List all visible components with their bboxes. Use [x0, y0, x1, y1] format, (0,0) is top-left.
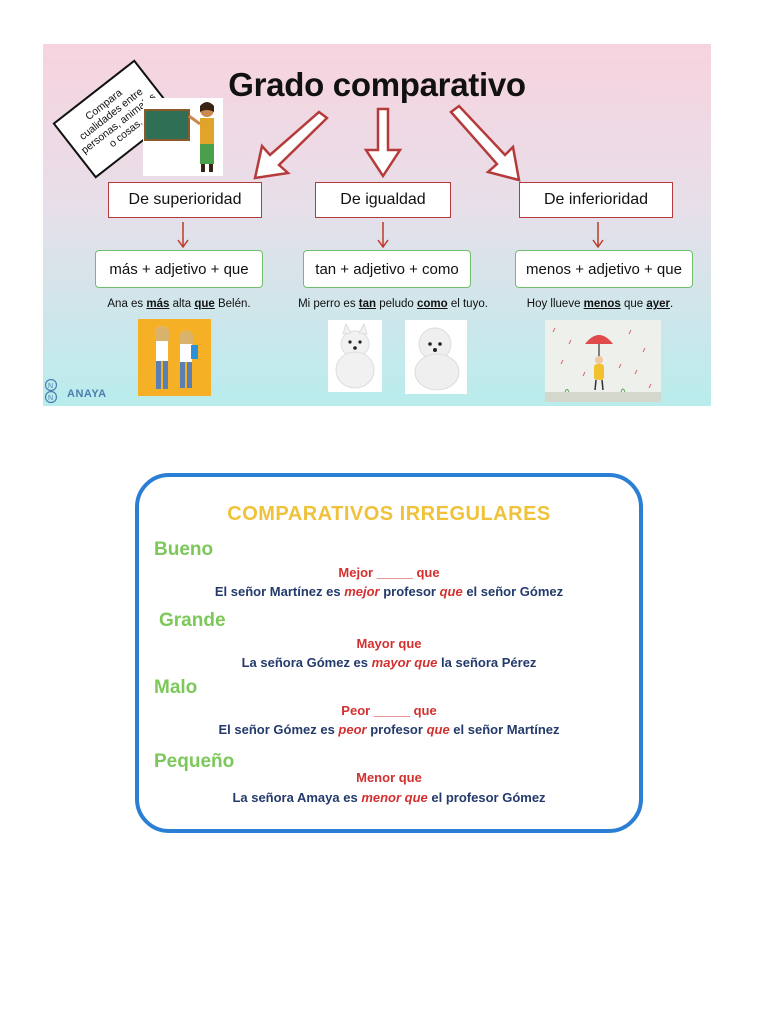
formula-igualdad: tan + adjetivo + como: [303, 250, 471, 288]
sentence-mejor: El señor Martínez es mejor profesor que …: [214, 584, 564, 599]
two-girls-photo: [138, 319, 211, 396]
svg-text:N: N: [48, 383, 53, 390]
form-mayor: Mayor que: [356, 636, 422, 651]
bichon-dog-photo: [405, 320, 467, 394]
arrows-layer: [253, 104, 521, 182]
example-igualdad: Mi perro es tan peludo como el tuyo.: [298, 298, 488, 310]
sentence-mayor: La señora Gómez es mayor que la señora P…: [241, 655, 537, 670]
example-superioridad: Ana es más alta que Belén.: [107, 298, 251, 310]
formula-inferioridad: menos + adjetivo + que: [515, 250, 693, 288]
samoyed-dog-photo: [328, 320, 382, 392]
category-inferioridad: De inferioridad: [519, 182, 673, 218]
logo-text: ANAYA: [67, 388, 107, 400]
category-igualdad: De igualdad: [315, 182, 451, 218]
arrow-to-inferioridad: [449, 104, 521, 182]
irregular-comparatives-card: COMPARATIVOS IRREGULARES Bueno Mejor ___…: [135, 473, 643, 833]
category-superioridad: De superioridad: [108, 182, 262, 218]
small-arrow-icon: [592, 222, 604, 249]
form-menor: Menor que: [356, 770, 422, 785]
svg-text:N: N: [48, 395, 53, 402]
anaya-logo-icon: N N: [44, 379, 58, 404]
teacher-illustration: [143, 98, 223, 176]
formula-superioridad: más + adjetivo + que: [95, 250, 263, 288]
comparative-grade-infographic: Grado comparativo Compara cualidades ent…: [43, 44, 711, 406]
form-peor: Peor _____ que: [341, 703, 437, 718]
sentence-peor: El señor Gómez es peor profesor que el s…: [218, 722, 560, 737]
adjective-malo: Malo: [154, 677, 198, 698]
adjective-bueno: Bueno: [154, 539, 214, 560]
example-inferioridad: Hoy llueve menos que ayer.: [526, 298, 674, 310]
adjective-pequeno: Pequeño: [154, 751, 235, 772]
rain-umbrella-illustration: [545, 320, 661, 402]
small-arrow-icon: [377, 222, 389, 249]
card-title: COMPARATIVOS IRREGULARES: [227, 503, 551, 525]
adjective-grande: Grande: [159, 610, 226, 631]
arrow-to-igualdad: [363, 107, 403, 179]
form-mejor: Mejor _____ que: [338, 565, 440, 580]
small-arrow-icon: [177, 222, 189, 249]
arrow-to-superioridad: [253, 110, 329, 180]
page-title: Grado comparativo: [228, 66, 526, 103]
sentence-menor: La señora Amaya es menor que el profesor…: [232, 790, 546, 805]
